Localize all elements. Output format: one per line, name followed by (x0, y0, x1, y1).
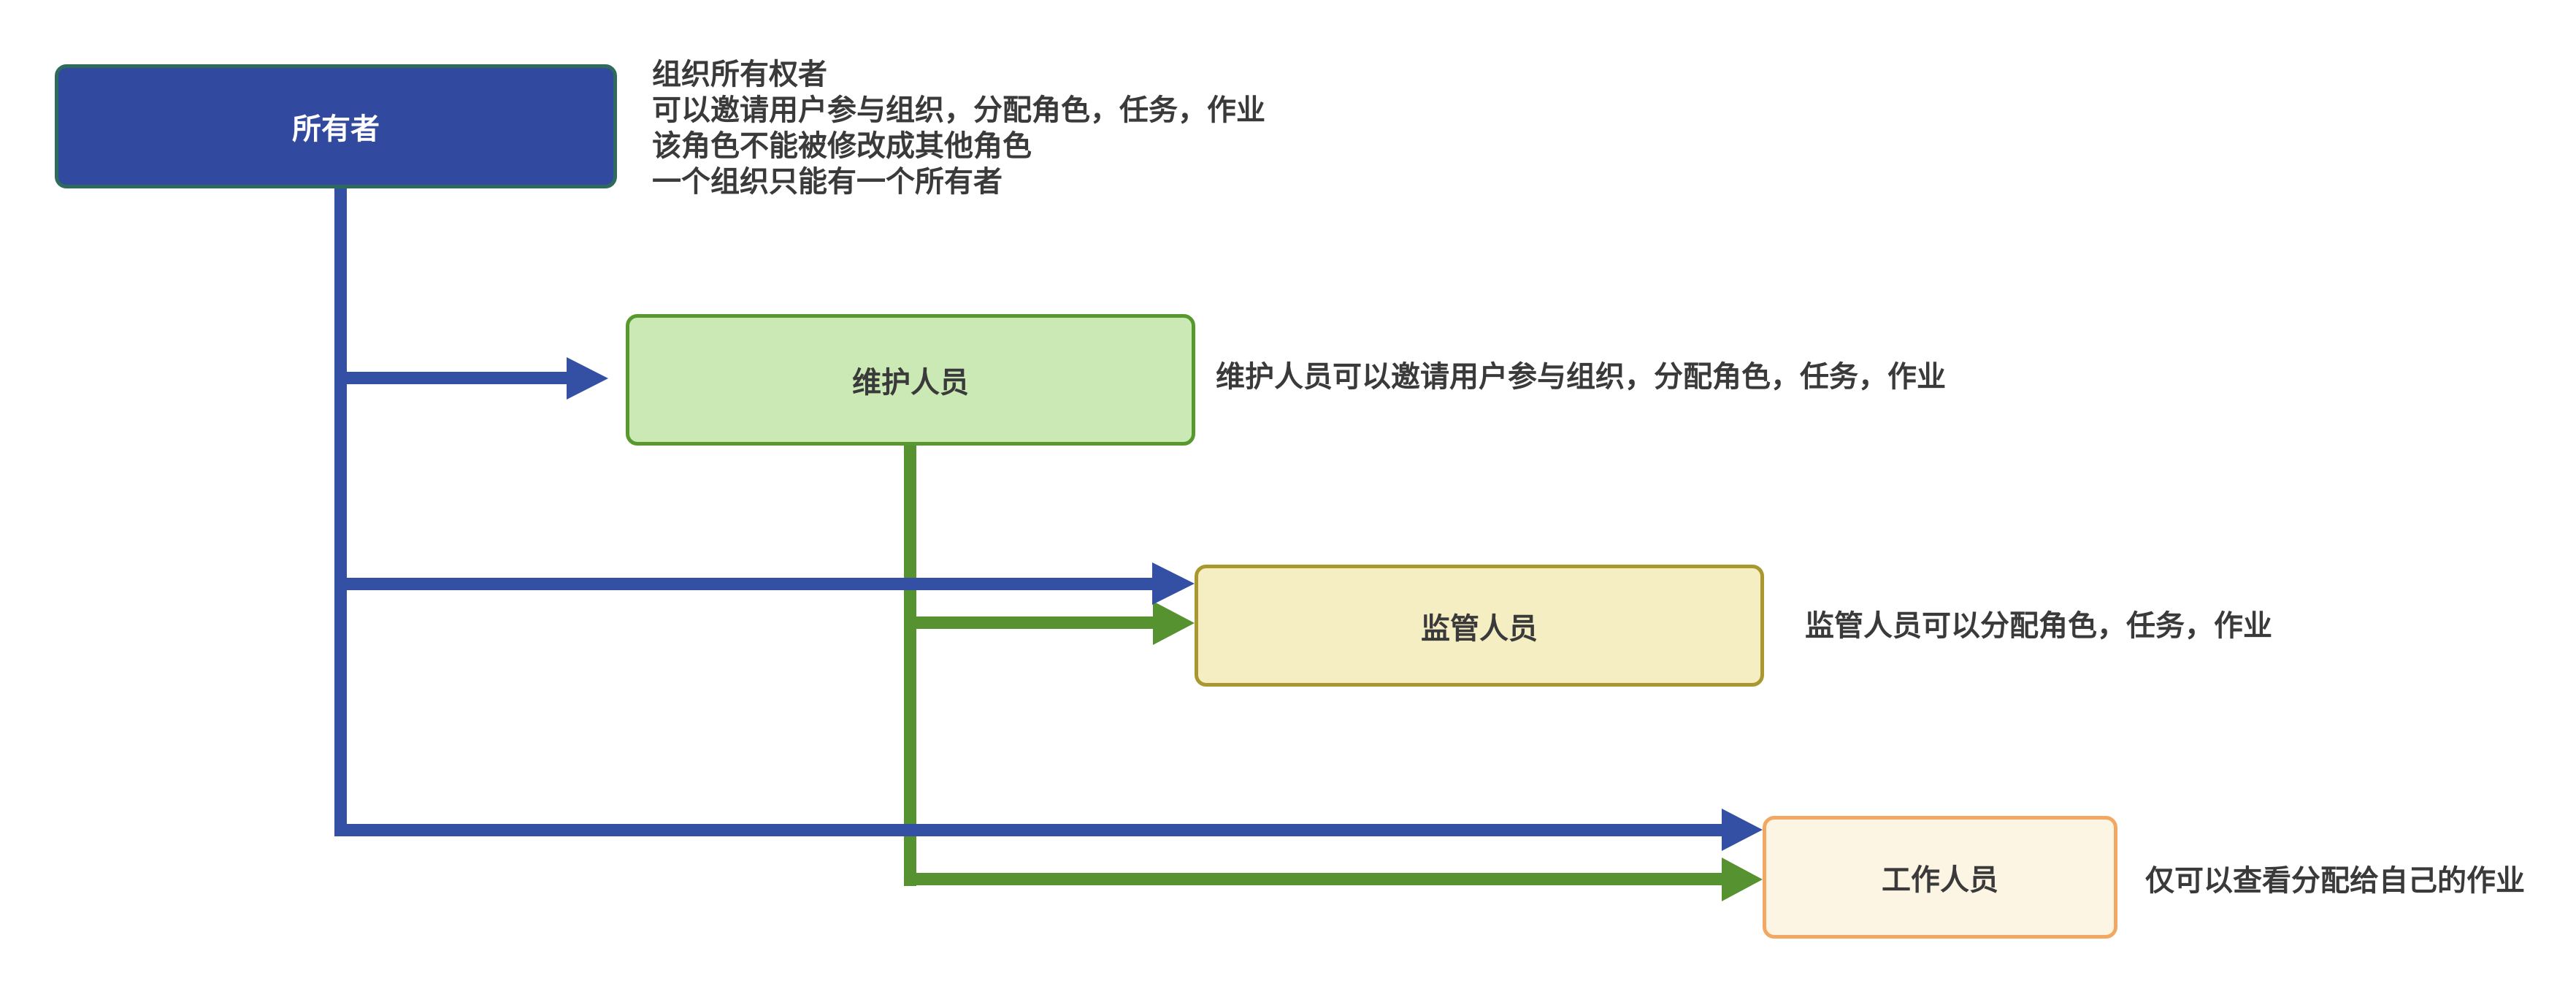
maintainer-note: 维护人员可以邀请用户参与组织，分配角色，任务，作业 (1216, 361, 1946, 393)
arrow-owner-to-supervisor-shaft (340, 578, 1152, 590)
arrow-owner-to-maintainer-head (567, 357, 608, 400)
owner-trunk-line (334, 187, 347, 836)
node-supervisor: 监管人员 (1195, 565, 1764, 687)
node-worker: 工作人员 (1763, 816, 2117, 939)
owner-note-line-1: 组织所有权者 (652, 58, 827, 91)
arrow-maintainer-to-worker-head (1722, 858, 1763, 901)
arrow-owner-to-worker (334, 809, 1763, 851)
node-supervisor-label: 监管人员 (1421, 612, 1538, 645)
maintainer-branch-trunk (904, 446, 916, 886)
arrow-owner-to-worker-shaft (334, 824, 1722, 836)
maintainer-trunk-line (904, 446, 916, 886)
arrow-owner-to-worker-head (1722, 809, 1763, 851)
node-owner: 所有者 (55, 64, 617, 188)
worker-note: 仅可以查看分配给自己的作业 (2145, 865, 2525, 897)
supervisor-note: 监管人员可以分配角色，任务，作业 (1805, 610, 2272, 642)
owner-branch-trunk (334, 187, 347, 836)
arrow-owner-to-supervisor-head (1152, 562, 1195, 605)
arrow-maintainer-to-supervisor (911, 601, 1195, 645)
owner-note-line-4: 一个组织只能有一个所有者 (652, 166, 1003, 198)
arrow-owner-to-maintainer (340, 357, 608, 400)
node-maintainer-label: 维护人员 (852, 367, 969, 399)
node-owner-label: 所有者 (292, 113, 380, 145)
arrow-maintainer-to-worker-shaft (904, 873, 1722, 885)
arrow-maintainer-to-worker (904, 858, 1763, 901)
node-maintainer: 维护人员 (626, 314, 1195, 446)
arrow-maintainer-to-supervisor-head (1153, 601, 1195, 645)
owner-note-line-3: 该角色不能被修改成其他角色 (652, 130, 1032, 162)
arrow-maintainer-to-supervisor-shaft (911, 616, 1153, 629)
owner-note-line-2: 可以邀请用户参与组织，分配角色，任务，作业 (652, 94, 1265, 126)
arrow-owner-to-maintainer-shaft (340, 372, 567, 384)
node-worker-label: 工作人员 (1882, 864, 1998, 896)
arrow-owner-to-supervisor (340, 562, 1195, 605)
owner-note: 组织所有权者 可以邀请用户参与组织，分配角色，任务，作业 该角色不能被修改成其他… (652, 57, 1265, 200)
